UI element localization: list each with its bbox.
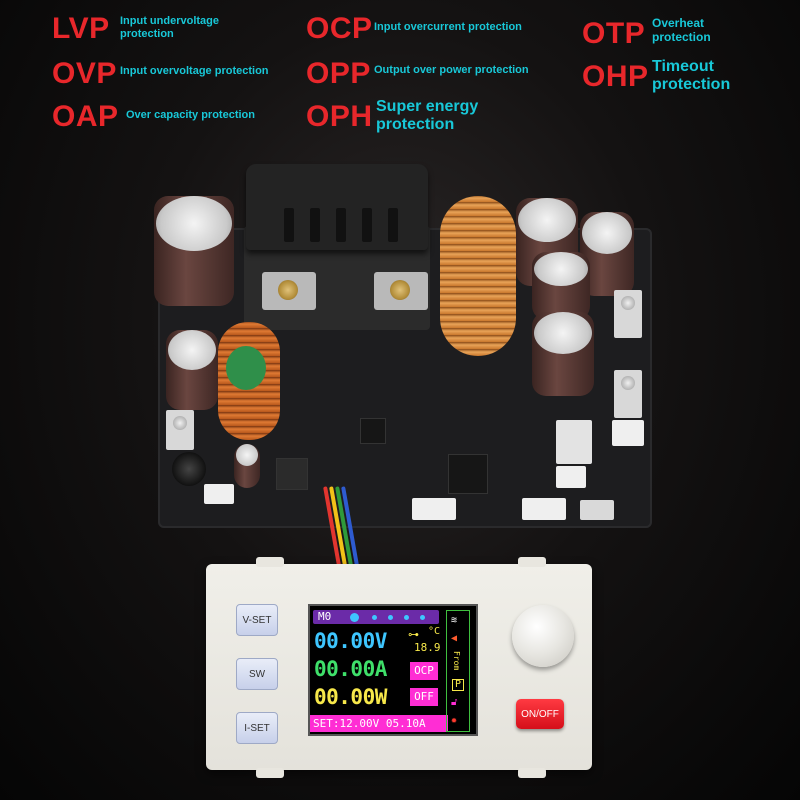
code-ohp: OHP bbox=[582, 60, 649, 93]
voltage-readout: 00.00V bbox=[314, 629, 387, 653]
mosfet-left bbox=[262, 272, 316, 310]
heatsink-fin bbox=[284, 208, 294, 242]
iset-button[interactable]: I-SET bbox=[236, 712, 278, 744]
desc-ovp: Input overvoltage protection bbox=[120, 65, 269, 77]
temperature-unit: °C bbox=[428, 626, 441, 637]
connector-header bbox=[204, 484, 234, 504]
connector-header bbox=[556, 466, 586, 488]
heatsink-fin bbox=[336, 208, 346, 242]
code-oap: OAP bbox=[52, 100, 119, 133]
connector-header bbox=[612, 420, 644, 446]
code-ocp: OCP bbox=[306, 12, 373, 45]
on-off-button[interactable]: ON/OFF bbox=[516, 699, 564, 729]
memory-dot bbox=[404, 615, 409, 620]
capacitor bbox=[166, 330, 218, 410]
desc-otp: Overheat protection bbox=[652, 16, 711, 44]
connector-header bbox=[522, 498, 566, 520]
pin-header bbox=[556, 420, 592, 464]
capacitor bbox=[532, 312, 594, 396]
ocp-tag: OCP bbox=[410, 662, 438, 680]
lock-icon: 🔓︎ bbox=[451, 697, 458, 708]
heatsink-fin bbox=[388, 208, 398, 242]
panel-clip bbox=[518, 557, 546, 567]
source-label: From bbox=[452, 651, 461, 671]
ic-chip bbox=[360, 418, 386, 444]
desc-opp: Output over power protection bbox=[374, 64, 529, 76]
desc-ohp: Timeout protection bbox=[652, 58, 731, 94]
lcd-screen: M0 00.00V 00.00A 00.00W ⊶ °C 18.9 OCP OF… bbox=[308, 604, 478, 736]
connector-header bbox=[412, 498, 456, 520]
power-inductor bbox=[276, 458, 308, 490]
screw-terminal bbox=[614, 290, 642, 338]
code-ovp: OVP bbox=[52, 57, 117, 90]
encoder-knob[interactable] bbox=[512, 605, 574, 667]
status-sidebar: ≋ ◀ From P 🔓︎ ✹ bbox=[446, 610, 470, 732]
screw-terminal bbox=[166, 410, 194, 450]
buzzer bbox=[172, 452, 206, 486]
capacitor-small bbox=[234, 444, 260, 488]
inductor-core-green bbox=[226, 346, 266, 390]
desc-oph: Super energy protection bbox=[376, 98, 479, 134]
current-readout: 00.00A bbox=[314, 657, 387, 681]
power-readout: 00.00W bbox=[314, 685, 387, 709]
desc-ocp: Input overcurrent protection bbox=[374, 21, 522, 33]
panel-clip bbox=[518, 768, 546, 778]
mcu-chip bbox=[448, 454, 488, 494]
wifi-icon: ≋ bbox=[451, 615, 458, 626]
memory-mode: M0 bbox=[318, 610, 332, 623]
code-lvp: LVP bbox=[52, 12, 110, 45]
thermometer-icon: ⊶ bbox=[408, 628, 419, 641]
desc-lvp: Input undervoltage protection bbox=[120, 15, 219, 40]
brightness-icon: ✹ bbox=[451, 715, 458, 726]
vset-button[interactable]: V-SET bbox=[236, 604, 278, 636]
temperature-readout: 18.9 bbox=[414, 641, 441, 654]
code-oph: OPH bbox=[306, 100, 373, 133]
setpoint-line: SET:12.00V 05.10A bbox=[310, 715, 448, 732]
memory-dot bbox=[420, 615, 425, 620]
heatsink-fin bbox=[310, 208, 320, 242]
capacitor bbox=[532, 252, 590, 320]
screw-terminal bbox=[614, 370, 642, 418]
source-value: P bbox=[452, 679, 465, 691]
memory-dot bbox=[372, 615, 377, 620]
speaker-icon: ◀ bbox=[451, 633, 458, 644]
toroid-inductor-copper bbox=[440, 196, 516, 356]
temperature-block: ⊶ °C 18.9 bbox=[408, 626, 442, 654]
capacitor-large bbox=[154, 196, 234, 306]
code-otp: OTP bbox=[582, 17, 646, 50]
heatsink-fin bbox=[362, 208, 372, 242]
panel-clip bbox=[256, 768, 284, 778]
heatsink bbox=[246, 164, 428, 250]
switch bbox=[580, 500, 614, 520]
panel-clip bbox=[256, 557, 284, 567]
memory-dot-selected bbox=[350, 613, 359, 622]
output-state-tag: OFF bbox=[410, 688, 438, 706]
desc-oap: Over capacity protection bbox=[126, 109, 255, 121]
mosfet-right bbox=[374, 272, 428, 310]
sw-button[interactable]: SW bbox=[236, 658, 278, 690]
code-opp: OPP bbox=[306, 57, 371, 90]
memory-dot bbox=[388, 615, 393, 620]
